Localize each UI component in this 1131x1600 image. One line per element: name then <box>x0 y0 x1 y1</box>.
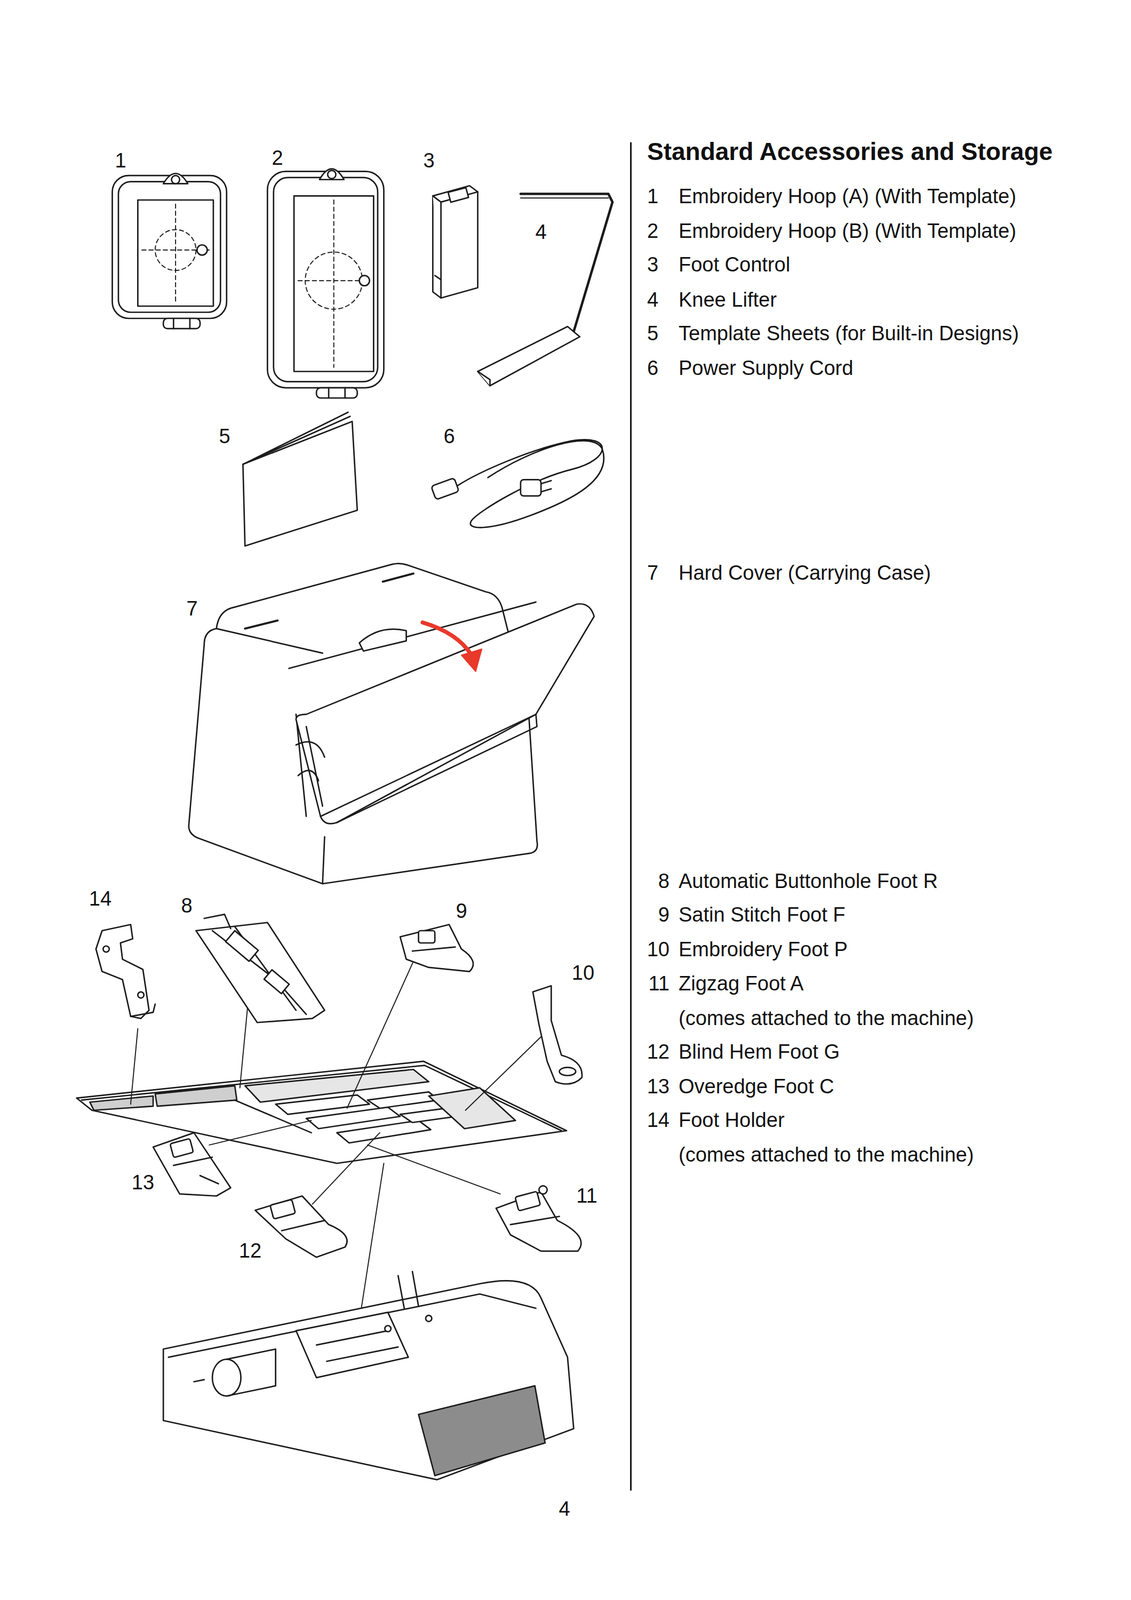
satin-stitch-foot <box>400 925 474 973</box>
item-name: Zigzag Foot A <box>678 972 804 997</box>
item-name: Embroidery Foot P <box>678 937 848 963</box>
item-name: Foot Holder <box>678 1108 785 1134</box>
power-cord <box>431 439 604 528</box>
item-number: 1 <box>647 184 659 210</box>
item-note: (comes attached to the machine) <box>678 1143 974 1168</box>
callout-number: 11 <box>576 1184 597 1209</box>
item-number: 14 <box>647 1108 670 1134</box>
item-name: Power Supply Cord <box>678 356 854 381</box>
buttonhole-foot <box>195 914 325 1023</box>
callout-number: 3 <box>423 148 435 174</box>
item-name: Hard Cover (Carrying Case) <box>678 561 931 586</box>
foot-control <box>432 185 478 298</box>
foot-holder <box>96 925 156 1019</box>
item-name: Automatic Buttonhole Foot R <box>678 869 938 895</box>
item-name: Embroidery Hoop (A) (With Template) <box>678 184 1017 210</box>
page-number: 4 <box>558 1497 570 1523</box>
item-number: 13 <box>647 1074 670 1100</box>
item-number: 6 <box>647 356 659 381</box>
callout-number: 12 <box>239 1239 262 1264</box>
divider-line <box>630 142 632 1491</box>
embroidery-hoop-b <box>267 169 384 399</box>
callout-number: 6 <box>443 424 455 450</box>
callout-number: 2 <box>271 146 283 171</box>
item-name: Overedge Foot C <box>678 1074 834 1100</box>
callout-number: 8 <box>180 894 193 919</box>
item-name: Knee Lifter <box>678 288 777 313</box>
item-note: (comes attached to the machine) <box>678 1006 974 1032</box>
template-sheets <box>242 412 357 547</box>
embroidery-foot <box>532 985 583 1085</box>
item-name: Foot Control <box>678 252 791 278</box>
callout-number: 4 <box>535 220 547 245</box>
callout-number: 7 <box>186 596 198 622</box>
callout-number: 10 <box>571 961 595 986</box>
item-number: 3 <box>647 252 659 278</box>
zigzag-foot <box>496 1185 581 1252</box>
callout-number: 9 <box>455 899 467 925</box>
item-number: 11 <box>648 972 670 997</box>
item-name: Embroidery Hoop (B) (With Template) <box>678 219 1017 244</box>
item-name: Blind Hem Foot G <box>678 1040 840 1065</box>
embroidery-hoop-a <box>112 173 227 329</box>
callout-number: 5 <box>218 424 230 450</box>
page-title: Standard Accessories and Storage <box>647 137 1053 167</box>
item-number: 5 <box>647 321 659 347</box>
hard-cover <box>188 563 595 884</box>
blind-hem-foot <box>255 1196 347 1258</box>
callout-number: 13 <box>131 1171 155 1196</box>
overedge-foot <box>153 1133 231 1197</box>
item-number: 9 <box>658 903 670 928</box>
item-number: 2 <box>647 219 659 244</box>
callout-number: 14 <box>89 887 112 912</box>
item-name: Template Sheets (for Built-in Designs) <box>678 321 1019 347</box>
callout-number: 1 <box>114 148 126 174</box>
accessory-tray <box>76 1061 567 1164</box>
item-name: Satin Stitch Foot F <box>678 903 846 928</box>
item-number: 7 <box>647 561 659 586</box>
item-number: 4 <box>647 288 659 313</box>
item-number: 8 <box>658 869 670 895</box>
sewing-machine <box>163 1271 574 1480</box>
opening-arrow <box>422 622 482 672</box>
knee-lifter <box>477 194 613 387</box>
item-number: 12 <box>647 1040 670 1065</box>
item-number: 10 <box>647 937 670 963</box>
